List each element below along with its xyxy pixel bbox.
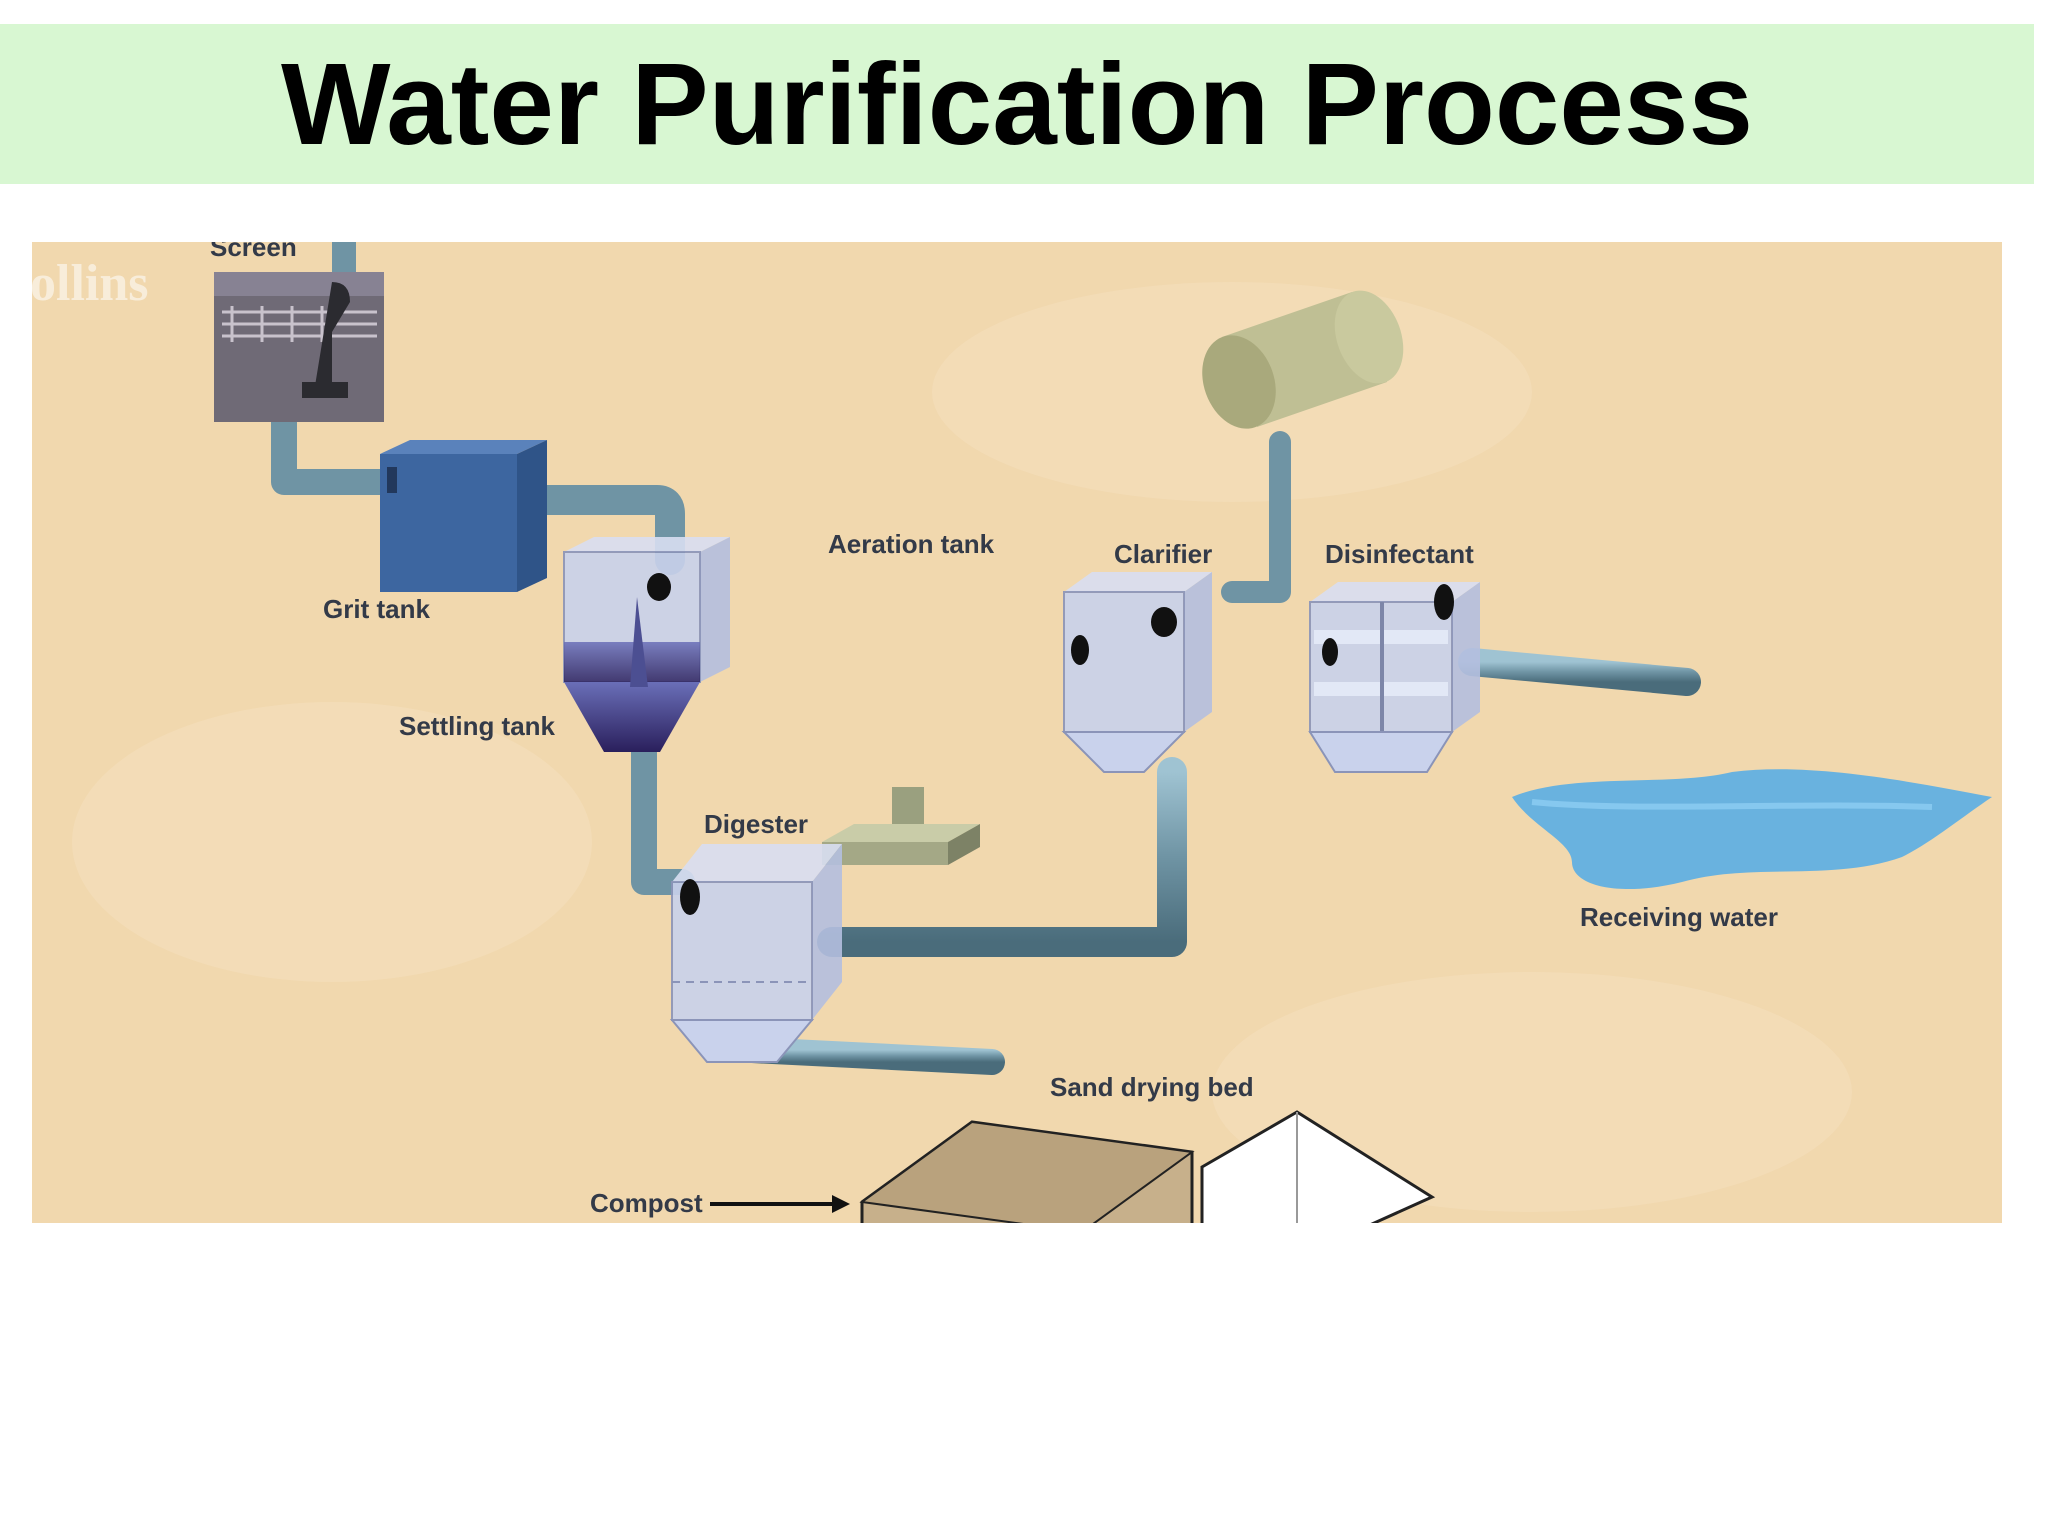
label-screen: Screen — [210, 242, 297, 262]
title-banner: Water Purification Process — [0, 24, 2034, 184]
page-title: Water Purification Process — [281, 39, 1753, 169]
disinfectant-tank — [1308, 582, 1480, 773]
label-digester: Digester — [704, 809, 808, 839]
screen-unit — [214, 242, 384, 422]
settling-tank — [563, 537, 730, 752]
label-compost: Compost — [590, 1188, 703, 1218]
grit-tank — [380, 440, 547, 592]
label-sand-drying-bed: Sand drying bed — [1050, 1072, 1254, 1102]
label-grit-tank: Grit tank — [323, 594, 430, 624]
label-settling-tank: Settling tank — [399, 711, 556, 741]
sand-drying-bed — [859, 1110, 1436, 1223]
receiving-water — [1512, 769, 1992, 890]
label-disinfectant: Disinfectant — [1325, 539, 1474, 569]
label-receiving-water: Receiving water — [1580, 902, 1778, 932]
compost-arrow — [710, 1195, 850, 1213]
digester-tank — [669, 844, 842, 1063]
clarifier — [1061, 572, 1212, 773]
watermark-text: ollins — [32, 255, 149, 312]
label-aeration-tank: Aeration tank — [828, 529, 995, 559]
chemical-cylinder — [1202, 290, 1404, 429]
process-diagram: ollins — [32, 242, 2002, 1223]
label-clarifier: Clarifier — [1114, 539, 1212, 569]
